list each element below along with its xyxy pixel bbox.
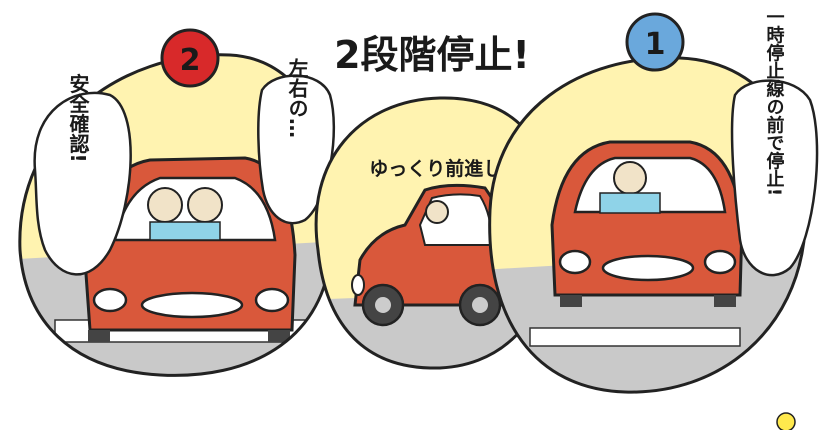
bubble-text-anzen: 安全確認! — [66, 72, 90, 163]
badge-number-2: 2 — [180, 43, 201, 78]
speech-bubble-right — [257, 74, 336, 225]
step-2-badge: 2 — [160, 28, 220, 88]
bubble-text-ichiji: 一時停止線の前で停止! — [764, 8, 785, 196]
step-1-badge: 1 — [625, 12, 685, 72]
decor-dot — [776, 412, 796, 430]
car-front-left — [83, 156, 297, 342]
badge-number-1: 1 — [645, 27, 666, 62]
panel-right: 一時停止線の前で停止! — [488, 8, 819, 394]
car-front-right — [550, 140, 744, 307]
caption-yukkuri: ゆっくり前進して — [369, 157, 520, 180]
main-title: 2段階停止! — [334, 33, 530, 77]
stop-line — [529, 327, 741, 347]
speech-bubble-ichiji — [730, 79, 819, 277]
bubble-text-sayu: 左右の… — [285, 57, 309, 138]
speech-bubble-left — [33, 91, 132, 276]
panel-left: 安全確認! 左右の… — [18, 53, 336, 377]
car-side-middle — [351, 183, 507, 327]
